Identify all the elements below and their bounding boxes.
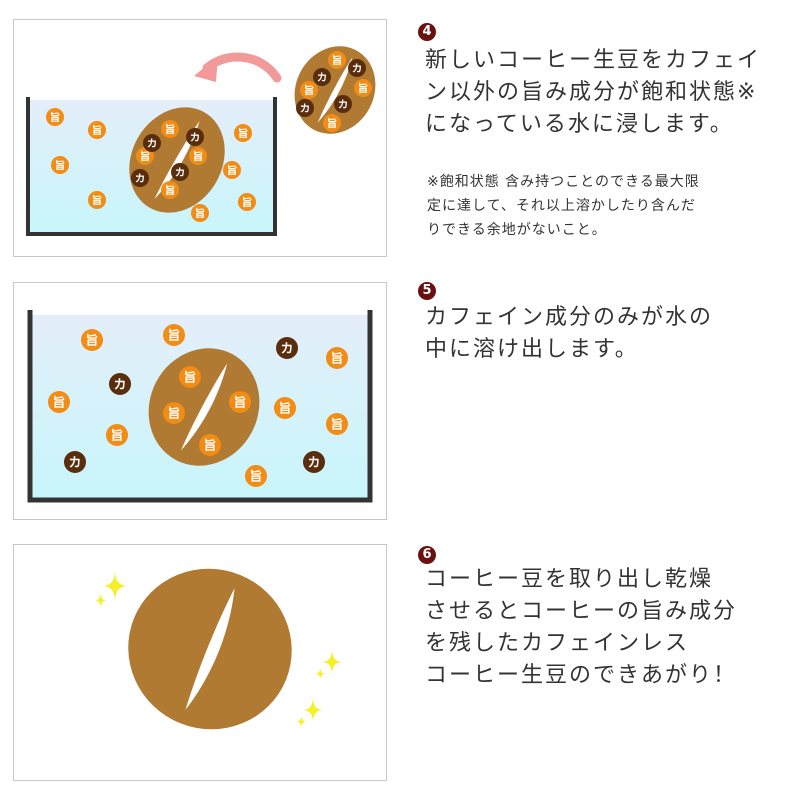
umami-component-icon: 旨 — [163, 324, 185, 346]
step-number-4: 4 — [418, 23, 436, 41]
umami-component-icon: 旨 — [51, 156, 69, 174]
coffee-bean-icon — [128, 568, 292, 730]
svg-text:カ: カ — [69, 455, 82, 470]
svg-text:旨: 旨 — [184, 370, 197, 385]
caffeine-component-icon: カ — [171, 163, 189, 181]
svg-text:カ: カ — [190, 132, 200, 144]
umami-component-icon: 旨 — [161, 181, 179, 199]
svg-text:旨: 旨 — [234, 395, 247, 410]
umami-component-icon: 旨 — [179, 366, 201, 388]
svg-text:旨: 旨 — [193, 150, 203, 163]
umami-component-icon: 旨 — [81, 329, 103, 351]
umami-component-icon: 旨 — [300, 81, 318, 99]
caffeine-component-icon: カ — [276, 337, 298, 359]
svg-text:旨: 旨 — [168, 328, 181, 343]
sparkle-icon — [296, 697, 324, 729]
step-4-text: 新しいコーヒー生豆をカフェイ ン以外の旨み成分が飽和状態※ になっている水に浸し… — [425, 48, 762, 137]
umami-component-icon: 旨 — [223, 161, 241, 179]
svg-text:カ: カ — [175, 167, 185, 179]
svg-text:カ: カ — [338, 99, 348, 111]
umami-component-icon: 旨 — [229, 391, 251, 413]
umami-component-icon: 旨 — [191, 204, 209, 222]
umami-component-icon: 旨 — [328, 51, 346, 69]
svg-text:旨: 旨 — [165, 123, 175, 136]
svg-text:カ: カ — [281, 341, 294, 356]
caffeine-component-icon: カ — [109, 373, 131, 395]
step-4-note: ※飽和状態 含み持つことのできる最大限 定に達して、それ以上溶かしたり含んだ り… — [427, 174, 700, 238]
umami-component-icon: 旨 — [326, 347, 348, 369]
umami-component-icon: 旨 — [161, 120, 179, 138]
svg-text:旨: 旨 — [327, 117, 337, 130]
umami-component-icon: 旨 — [234, 124, 252, 142]
umami-component-icon: 旨 — [238, 193, 256, 211]
svg-text:カ: カ — [114, 377, 127, 392]
svg-text:旨: 旨 — [242, 196, 252, 209]
svg-text:カ: カ — [317, 72, 327, 84]
umami-component-icon: 旨 — [48, 391, 70, 413]
caffeine-component-icon: カ — [296, 99, 314, 117]
svg-text:旨: 旨 — [195, 207, 205, 220]
umami-component-icon: 旨 — [199, 434, 221, 456]
umami-component-icon: 旨 — [354, 79, 372, 97]
svg-text:カ: カ — [147, 138, 157, 150]
coffee-bean-icon — [148, 348, 260, 466]
umami-component-icon: 旨 — [46, 108, 64, 126]
svg-text:旨: 旨 — [111, 428, 124, 443]
umami-component-icon: 旨 — [189, 147, 207, 165]
svg-text:カ: カ — [135, 173, 145, 185]
caffeine-component-icon: カ — [64, 451, 86, 473]
svg-text:旨: 旨 — [331, 417, 344, 432]
caffeine-component-icon: カ — [131, 169, 149, 187]
umami-component-icon: 旨 — [245, 465, 267, 487]
svg-text:旨: 旨 — [304, 84, 314, 97]
umami-component-icon: 旨 — [274, 397, 296, 419]
arrow-head-icon — [194, 56, 218, 82]
umami-component-icon: 旨 — [163, 402, 185, 424]
svg-text:旨: 旨 — [238, 127, 248, 140]
caffeine-component-icon: カ — [303, 451, 325, 473]
svg-text:旨: 旨 — [332, 54, 342, 67]
step-5-text: カフェイン成分のみが水の 中に溶け出します。 — [425, 305, 714, 362]
svg-text:旨: 旨 — [165, 184, 175, 197]
svg-text:旨: 旨 — [331, 351, 344, 366]
svg-text:旨: 旨 — [250, 469, 263, 484]
svg-text:旨: 旨 — [86, 333, 99, 348]
step-number-5: 5 — [418, 282, 436, 300]
svg-text:旨: 旨 — [227, 164, 237, 177]
umami-component-icon: 旨 — [323, 114, 341, 132]
caffeine-component-icon: カ — [348, 59, 366, 77]
svg-text:カ: カ — [352, 63, 362, 75]
svg-text:旨: 旨 — [204, 438, 217, 453]
sparkle-icon — [315, 649, 343, 681]
sparkle-icon — [94, 570, 128, 609]
caffeine-component-icon: カ — [143, 134, 161, 152]
svg-text:旨: 旨 — [53, 395, 66, 410]
caffeine-component-icon: カ — [334, 95, 352, 113]
svg-text:旨: 旨 — [50, 111, 60, 124]
svg-text:旨: 旨 — [168, 406, 181, 421]
svg-text:旨: 旨 — [279, 401, 292, 416]
umami-component-icon: 旨 — [88, 191, 106, 209]
svg-text:旨: 旨 — [92, 124, 102, 137]
umami-component-icon: 旨 — [326, 413, 348, 435]
caffeine-component-icon: カ — [186, 128, 204, 146]
umami-component-icon: 旨 — [88, 121, 106, 139]
svg-text:旨: 旨 — [92, 194, 102, 207]
svg-text:旨: 旨 — [140, 150, 150, 163]
step-number-6: 6 — [418, 546, 436, 564]
caffeine-component-icon: カ — [313, 68, 331, 86]
svg-text:旨: 旨 — [358, 82, 368, 95]
svg-text:旨: 旨 — [55, 159, 65, 172]
umami-component-icon: 旨 — [106, 424, 128, 446]
svg-text:カ: カ — [308, 455, 321, 470]
svg-text:カ: カ — [300, 103, 310, 115]
step-6-text: コーヒー豆を取り出し乾燥 させるとコーヒーの旨み成分 を残したカフェインレス コ… — [425, 567, 738, 688]
